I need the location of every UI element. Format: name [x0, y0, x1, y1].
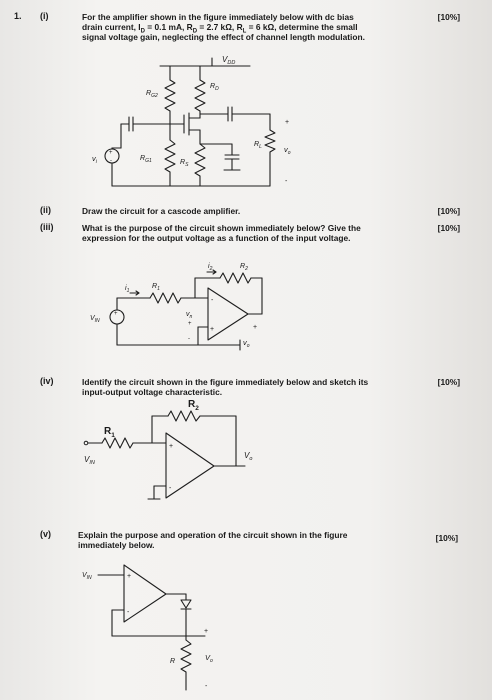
vo-label-v: Vo: [205, 653, 213, 664]
resistor-rg2: [164, 79, 176, 112]
op-amp-v: [123, 564, 167, 623]
part-i-line-1: For the amplifier shown in the figure im…: [82, 12, 354, 22]
svg-text:-: -: [169, 485, 172, 492]
resistor-r2-iv: [167, 410, 201, 422]
part-label-v: (v): [40, 529, 51, 539]
part-ii-text: Draw the circuit for a cascode amplifier…: [82, 206, 241, 216]
part-v-line-2: immediately below.: [78, 540, 155, 550]
resistor-r1: [149, 292, 182, 304]
r2-label-iv: R2: [188, 399, 199, 412]
i2-label: i2: [208, 263, 213, 272]
r2-label: R2: [240, 263, 248, 272]
svg-text:+: +: [114, 311, 118, 317]
resistor-r-v: [180, 639, 192, 673]
vin-label-iii: VIN: [90, 315, 100, 324]
part-iii-line-1: What is the purpose of the circuit shown…: [82, 223, 361, 233]
svg-text:-: -: [188, 336, 190, 342]
vn-label: vn: [186, 311, 193, 320]
svg-text:-: -: [127, 609, 130, 616]
resistor-rd: [194, 79, 206, 112]
part-iv-line-2: input-output voltage characteristic.: [82, 387, 223, 397]
vo-plus: +: [285, 119, 289, 126]
vin-label-v: VIN: [82, 572, 92, 581]
svg-text:+: +: [169, 443, 173, 450]
r1-label: R1: [152, 283, 160, 292]
part-label-iv: (iv): [40, 376, 54, 386]
svg-text:+: +: [253, 324, 257, 331]
svg-text:-: -: [205, 683, 208, 690]
part-label-ii: (ii): [40, 205, 51, 215]
svg-text:+: +: [109, 150, 113, 156]
resistor-rl: [264, 129, 276, 153]
svg-text:+: +: [127, 573, 131, 580]
part-i-line-2: drain current, ID = 0.1 mA, RD = 2.7 kΩ,…: [82, 22, 358, 35]
svg-text:-: -: [110, 158, 112, 164]
op-amp-iv: [165, 432, 215, 499]
resistor-rg1: [164, 139, 176, 173]
svg-text:+: +: [188, 321, 192, 327]
rg1-label: RG1: [140, 155, 152, 164]
vo-label-iii: vo: [243, 338, 250, 349]
svg-text:+: +: [210, 326, 214, 333]
part-v-marks: [10%]: [435, 533, 458, 543]
part-iv-line-1: Identify the circuit shown in the figure…: [82, 377, 369, 387]
resistor-rs: [194, 143, 206, 177]
resistor-r2: [219, 272, 252, 284]
vdd-label: VDD: [222, 55, 235, 66]
part-iv-marks: [10%]: [437, 377, 460, 387]
part-label-iii: (iii): [40, 222, 54, 232]
diode: [180, 599, 192, 609]
part-ii-marks: [10%]: [437, 206, 460, 216]
question-number: 1.: [14, 11, 22, 21]
r-label-v: R: [170, 658, 175, 665]
part-i-marks: [10%]: [437, 12, 460, 22]
r1-label-iv: R1: [104, 426, 115, 439]
vo-minus: -: [285, 178, 288, 185]
part-iii-marks: [10%]: [437, 223, 460, 233]
vo-label: vo: [284, 145, 291, 156]
svg-text:-: -: [211, 297, 214, 304]
resistor-r1-iv: [101, 437, 134, 449]
rl-label: RL: [254, 141, 262, 150]
i1-label: i1: [125, 285, 130, 294]
part-label-i: (i): [40, 11, 49, 21]
vi-label: vi: [92, 154, 98, 165]
part-v-line-1: Explain the purpose and operation of the…: [78, 530, 348, 540]
part-i-line-3: signal voltage gain, neglecting the effe…: [82, 32, 365, 42]
vo-label-iv: Vo: [244, 451, 252, 462]
op-amp: [207, 287, 249, 341]
part-iii-line-2: expression for the output voltage as a f…: [82, 233, 351, 243]
rd-label: RD: [210, 83, 219, 92]
rg2-label: RG2: [146, 90, 158, 99]
rs-label: RS: [180, 159, 189, 168]
vin-label-iv: VIN: [84, 455, 95, 466]
svg-text:+: +: [204, 628, 208, 635]
